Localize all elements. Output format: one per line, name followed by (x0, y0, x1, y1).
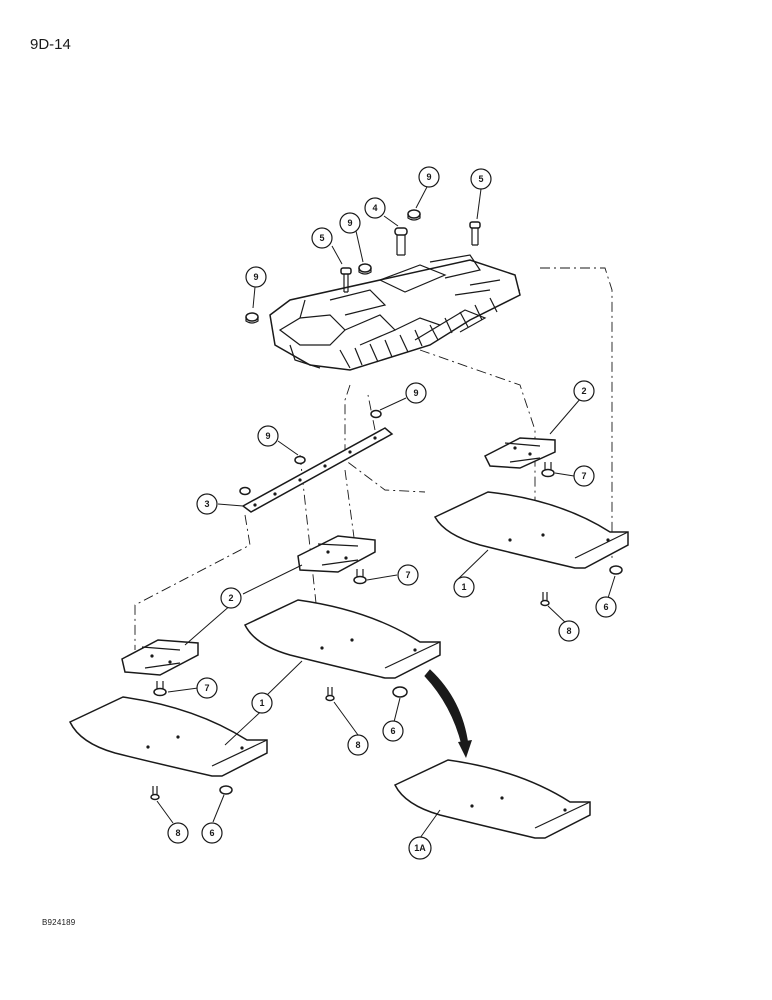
svg-text:9: 9 (265, 431, 270, 441)
part-1-shield-middle (243, 599, 441, 679)
callout-7: 7 (397, 564, 419, 586)
callout-9: 9 (418, 166, 440, 188)
callout-1A: 1A (408, 836, 432, 860)
callout-5: 5 (470, 168, 492, 190)
callout-5: 5 (311, 227, 333, 249)
callout-6: 6 (382, 720, 404, 742)
part-2-clip-middle (297, 535, 376, 573)
callout-1: 1 (251, 692, 273, 714)
svg-text:1A: 1A (414, 843, 426, 853)
part-2-clip-right (483, 437, 556, 469)
svg-text:9: 9 (253, 272, 258, 282)
svg-text:9: 9 (426, 172, 431, 182)
part-1-shield-right (433, 491, 629, 569)
page-number: 9D-14 (30, 36, 71, 53)
svg-text:7: 7 (204, 683, 209, 693)
callout-3: 3 (196, 493, 218, 515)
replacement-arrow (424, 669, 469, 746)
callout-6: 6 (595, 596, 617, 618)
callout-1: 1 (453, 576, 475, 598)
svg-text:1: 1 (461, 582, 466, 592)
svg-text:8: 8 (566, 626, 571, 636)
svg-text:7: 7 (581, 471, 586, 481)
part-1-shield-left (68, 696, 268, 777)
callout-9: 9 (339, 212, 361, 234)
callout-7: 7 (196, 677, 218, 699)
callout-8: 8 (558, 620, 580, 642)
top-fasteners (245, 209, 481, 324)
part-3-bar (239, 409, 394, 513)
callout-7: 7 (573, 465, 595, 487)
svg-text:4: 4 (372, 203, 377, 213)
callout-9: 9 (245, 266, 267, 288)
figure-code: B924189 (42, 918, 76, 927)
svg-text:5: 5 (319, 233, 324, 243)
part-1A-shield (393, 759, 591, 839)
svg-text:8: 8 (175, 828, 180, 838)
callout-4: 4 (364, 197, 386, 219)
svg-text:9: 9 (413, 388, 418, 398)
svg-text:1: 1 (259, 698, 264, 708)
callout-leaders (156, 184, 616, 839)
callout-8: 8 (167, 822, 189, 844)
lower-fasteners (150, 462, 623, 801)
callout-2: 2 (573, 380, 595, 402)
part-2-clip-left (121, 639, 199, 676)
svg-text:5: 5 (478, 174, 483, 184)
callout-8: 8 (347, 734, 369, 756)
svg-text:3: 3 (204, 499, 209, 509)
callout-9: 9 (405, 382, 427, 404)
svg-text:8: 8 (355, 740, 360, 750)
svg-text:2: 2 (581, 386, 586, 396)
callout-2: 2 (220, 587, 242, 609)
svg-text:2: 2 (228, 593, 233, 603)
svg-text:6: 6 (209, 828, 214, 838)
svg-text:9: 9 (347, 218, 352, 228)
svg-text:7: 7 (405, 570, 410, 580)
svg-text:6: 6 (390, 726, 395, 736)
cutter-bar-assembly (269, 254, 521, 371)
callout-9: 9 (257, 425, 279, 447)
callout-6: 6 (201, 822, 223, 844)
svg-text:6: 6 (603, 602, 608, 612)
